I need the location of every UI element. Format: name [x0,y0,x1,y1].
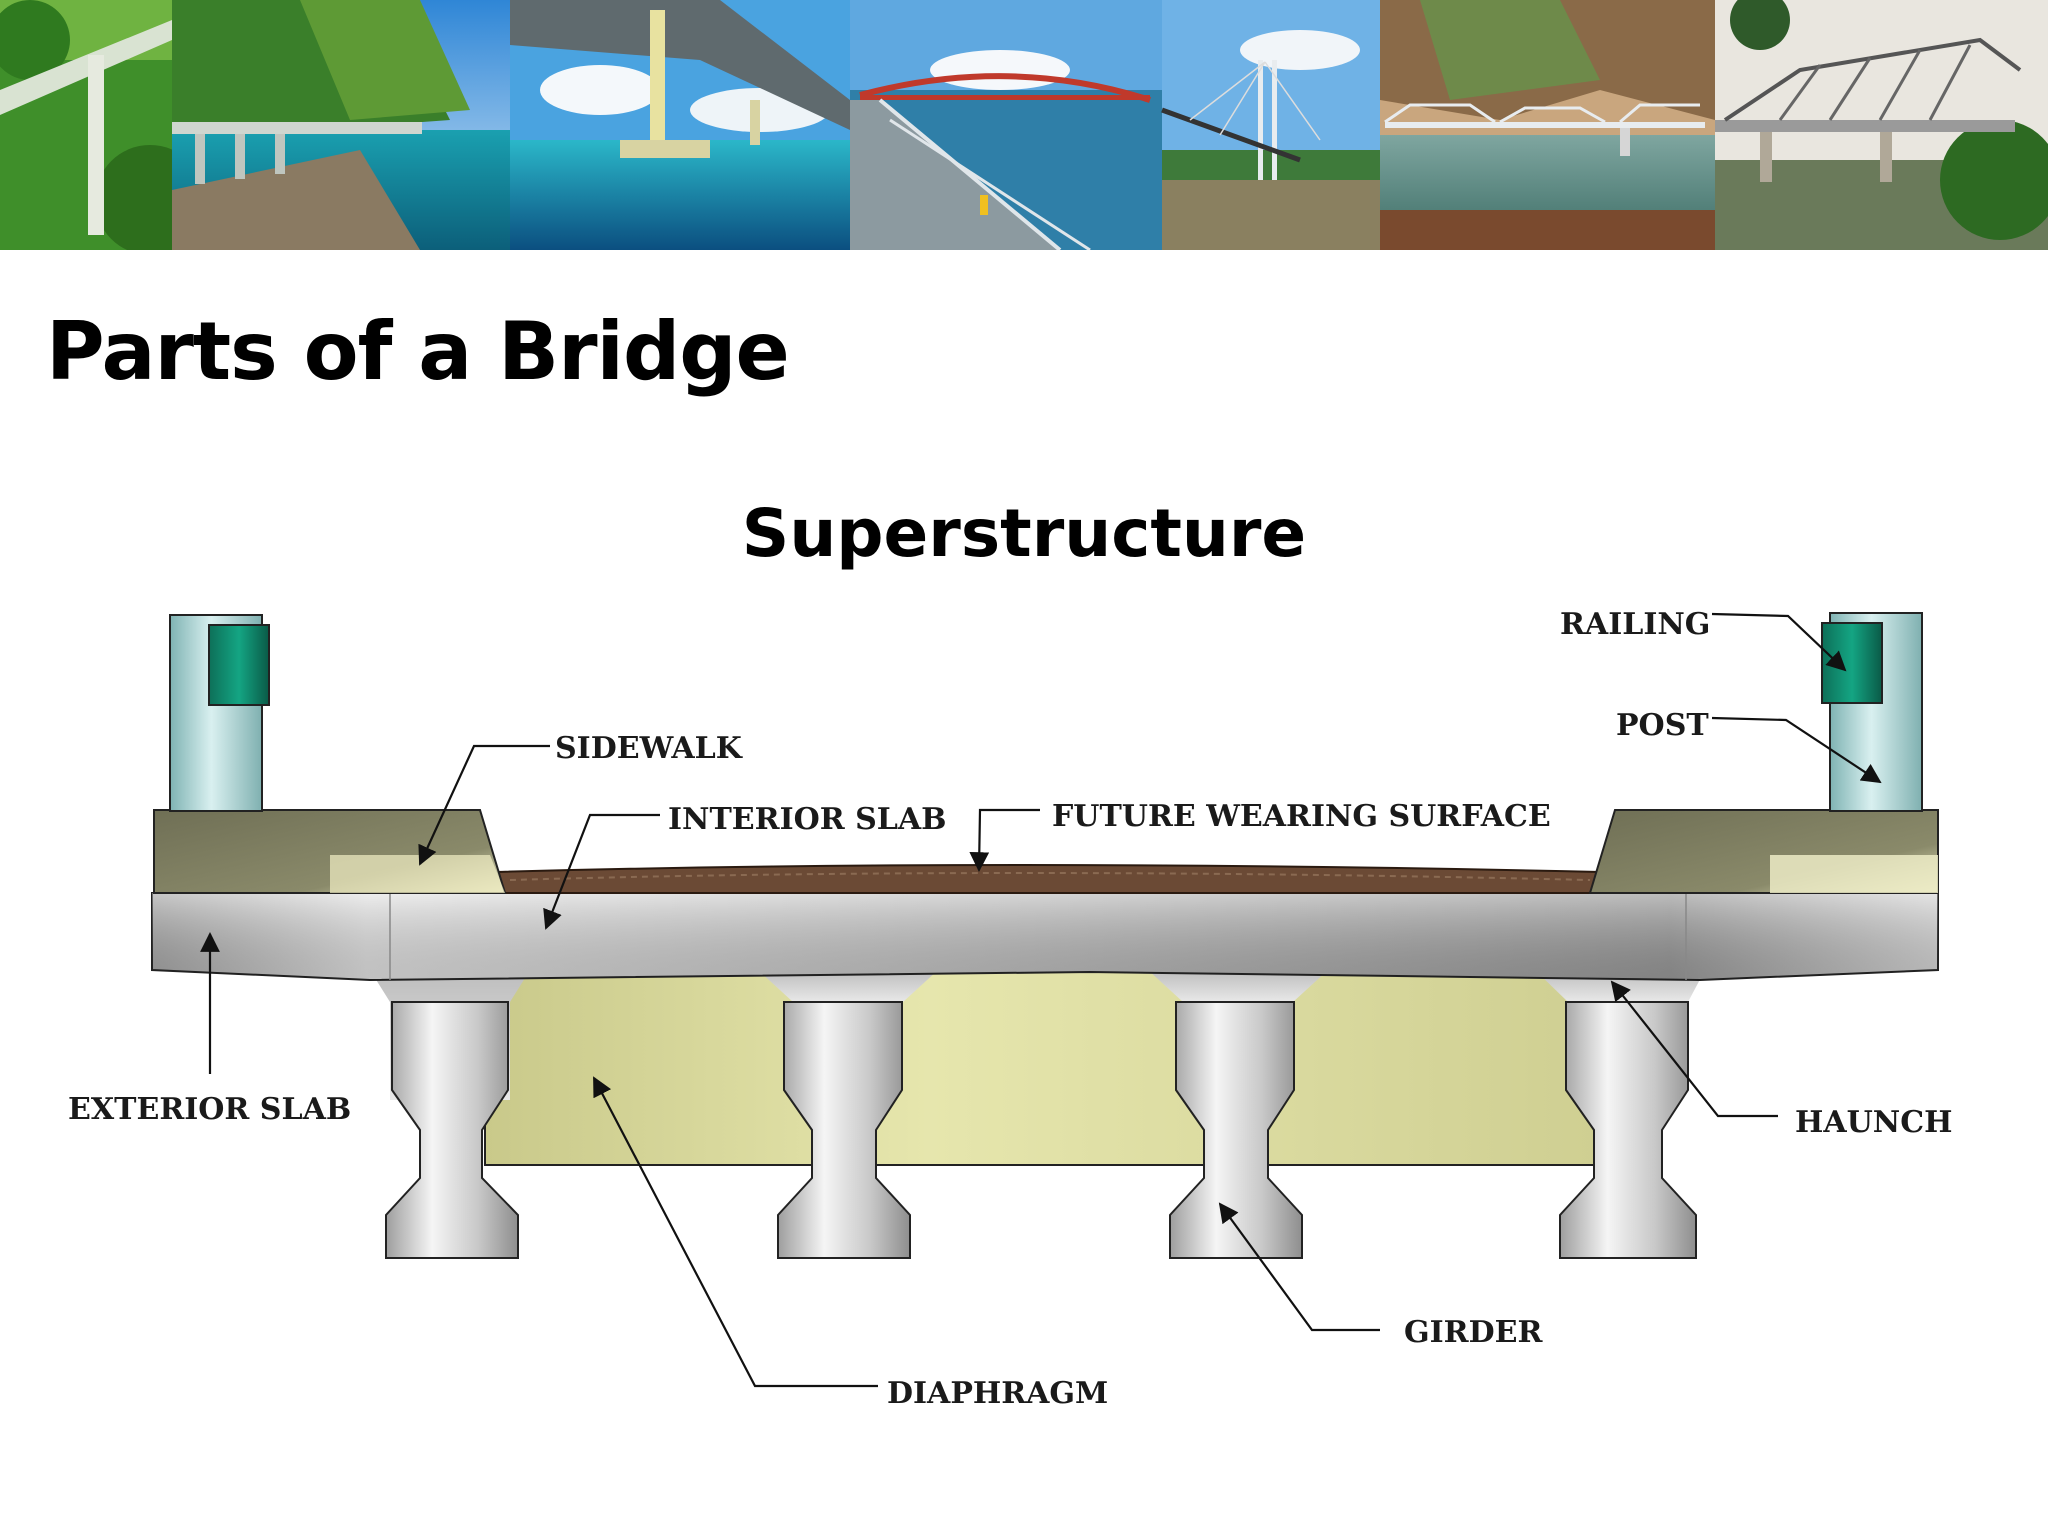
bridge-photo-banner [0,0,2048,250]
diaphragm-leader [593,1076,878,1388]
sidewalk-leader [418,744,550,866]
future-wearing-surface [494,864,1601,894]
sidewalk-label: SIDEWALK [555,731,743,766]
sidewalk-right [1588,809,1939,894]
bridge-photo-7 [1715,0,2048,250]
railing-label: RAILING [1560,607,1710,642]
diaphragms [484,959,1596,1166]
girder-3 [1148,970,1328,1259]
interior-slab-label: INTERIOR SLAB [668,802,947,837]
railing-leader [1711,612,1847,672]
bridge-photo-1 [0,0,205,250]
exterior-slab-label: EXTERIOR SLAB [68,1092,351,1127]
bridge-photo-2 [172,0,510,250]
girders [370,970,1705,1259]
page-title: Parts of a Bridge [46,305,790,398]
haunch-label: HAUNCH [1795,1105,1952,1140]
girder-leader [1218,1202,1380,1332]
girder-2 [758,970,938,1259]
bridge-photo-4 [850,0,1162,250]
future-wearing-surface-label: FUTURE WEARING SURFACE [1052,799,1551,834]
railing-left [208,624,270,706]
wearing-surface-leader [969,808,1040,872]
diaphragm-label: DIAPHRAGM [887,1376,1108,1411]
deck-slab [151,892,1939,982]
bridge-photo-3 [510,0,850,250]
girder-label: GIRDER [1404,1315,1543,1350]
post-leader [1711,716,1882,784]
post-label: POST [1616,708,1709,743]
sidewalk-left [153,809,507,894]
girder-1 [370,970,530,1259]
bridge-photo-6 [1380,0,1715,250]
section-subtitle: Superstructure [741,495,1307,572]
haunch-leader [1610,980,1778,1118]
bridge-cross-section-diagram: RAILING POST SIDEWALK INTERIOR SLAB FUTU… [68,607,1952,1411]
interior-slab-leader [543,813,660,930]
bridge-photo-5 [1161,0,1380,250]
railing-right [1821,622,1883,704]
